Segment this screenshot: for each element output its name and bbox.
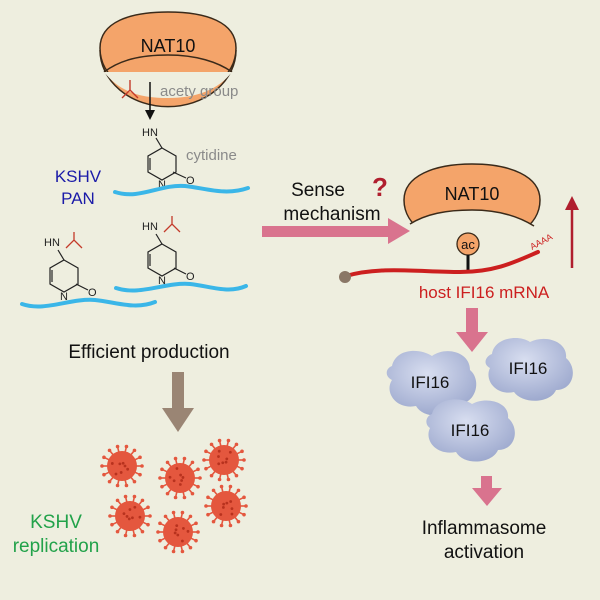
cytidine-label: cytidine	[186, 147, 237, 164]
right-n-label: N	[158, 275, 166, 287]
cytidine-n-label: N	[158, 179, 166, 191]
ifi16-label-2: IFI16	[509, 359, 548, 378]
pan-label: PAN	[61, 189, 95, 208]
virus-particle-icon	[202, 438, 246, 482]
rna-strand-left	[20, 297, 157, 309]
translation-down-arrow	[456, 308, 488, 352]
inflammasome-label-2: activation	[444, 542, 524, 563]
nat10-enzyme-right: NAT10	[403, 163, 541, 250]
nat10-top-label: NAT10	[141, 36, 196, 56]
acetylated-cytidine-left-icon: HN N O	[44, 232, 97, 303]
kshv-replication-label-1: KSHV	[30, 512, 82, 533]
cytidine-nh-label: HN	[142, 127, 158, 139]
question-mark-label: ?	[372, 172, 388, 202]
right-o-label: O	[186, 271, 195, 283]
polya-tail-label: AAAA	[528, 232, 554, 252]
left-o-label: O	[88, 287, 97, 299]
rna-strand-right	[114, 281, 248, 293]
upregulation-arrow-icon	[565, 196, 579, 268]
cytidine-structure-icon: HN N O	[142, 127, 195, 191]
virus-particle-icon	[204, 484, 248, 528]
ac-label: ac	[461, 237, 475, 252]
inflammasome-label-1: Inflammasome	[422, 518, 547, 539]
nat10-enzyme-top: NAT10	[99, 11, 237, 108]
virus-particle-icon	[158, 456, 202, 500]
ifi16-protein-3: IFI16	[426, 399, 515, 462]
rna-strand-top	[113, 183, 250, 197]
left-n-label: N	[60, 291, 68, 303]
acetylation-arrowhead	[145, 110, 155, 120]
virus-particle-icon	[156, 510, 200, 554]
cytidine-o-label: O	[186, 175, 195, 187]
virus-particle-icon	[108, 494, 152, 538]
production-down-arrow	[162, 372, 194, 432]
left-nh-label: HN	[44, 237, 60, 249]
kshv-replication-label-2: replication	[13, 536, 100, 557]
ifi16-label-3: IFI16	[451, 421, 490, 440]
activation-down-arrow	[472, 476, 502, 506]
mechanism-label: mechanism	[283, 204, 380, 225]
acetyl-group-label: acety group	[160, 83, 238, 100]
sense-mechanism-arrow	[262, 218, 410, 244]
ifi16-protein-2: IFI16	[485, 338, 573, 401]
mrna-cap	[339, 271, 351, 283]
virus-particle-icon	[100, 444, 144, 488]
host-mrna-strand	[344, 250, 540, 278]
ifi16-label-1: IFI16	[411, 373, 450, 392]
kshv-label: KSHV	[55, 167, 102, 186]
acetylated-cytidine-right-icon: HN N O	[142, 216, 195, 287]
nat10-right-label: NAT10	[445, 184, 500, 204]
ifi16-protein-1: IFI16	[386, 350, 477, 416]
virus-particles	[100, 438, 248, 554]
efficient-production-label: Efficient production	[68, 342, 229, 363]
host-mrna-label: host IFI16 mRNA	[419, 283, 550, 302]
sense-label: Sense	[291, 180, 345, 201]
right-nh-label: HN	[142, 221, 158, 233]
acetyl-group-icon	[121, 80, 139, 99]
